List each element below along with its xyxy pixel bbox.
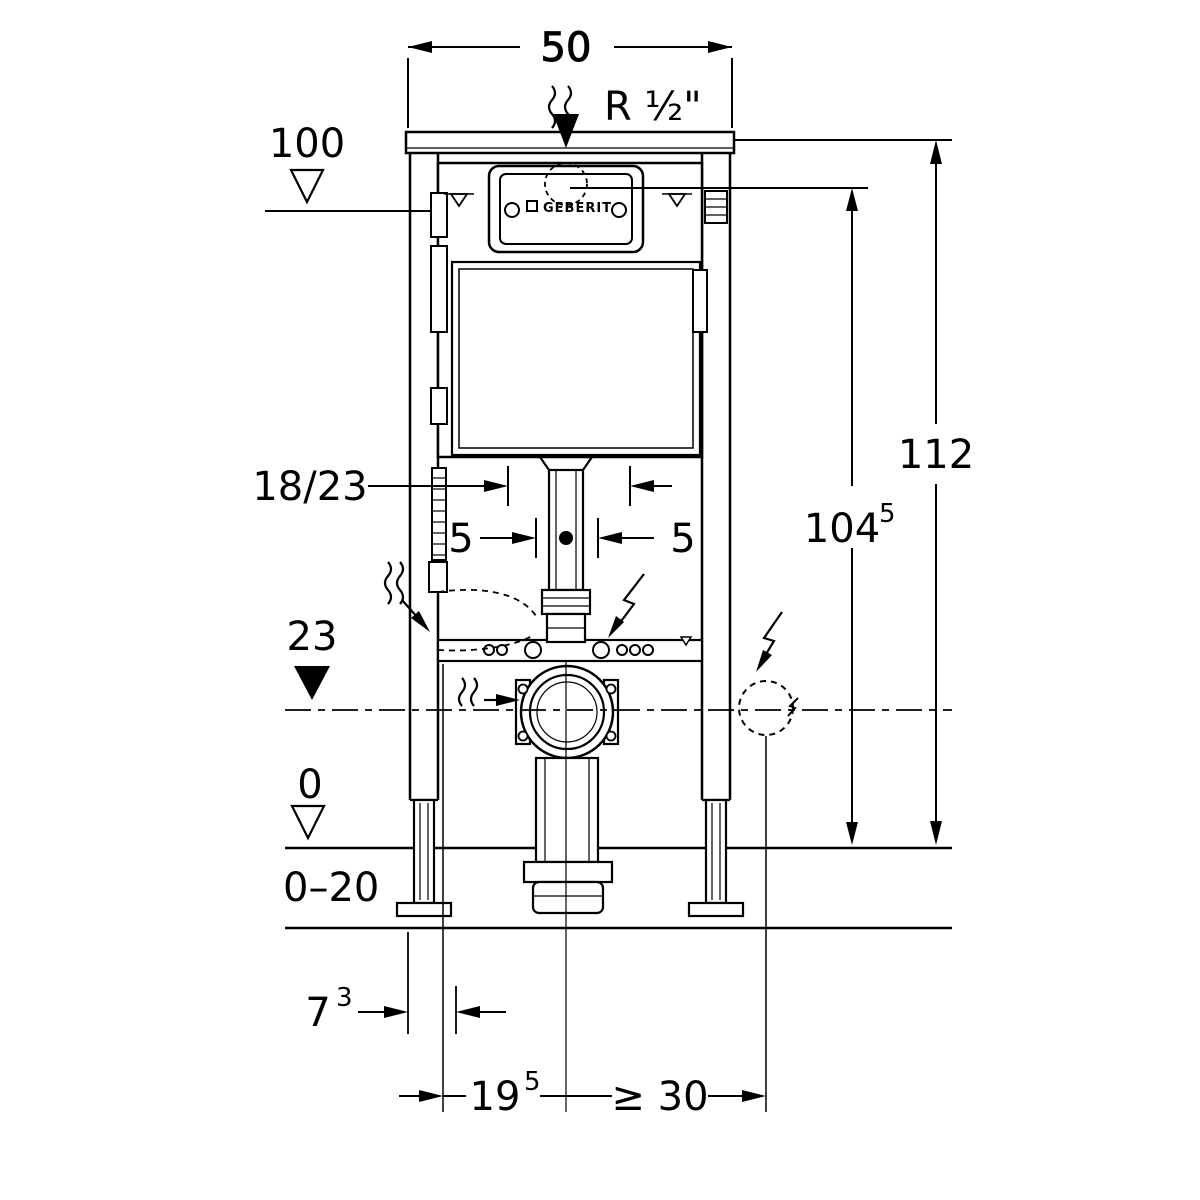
level-marker-filled-icon	[294, 666, 330, 700]
water-level-icon	[679, 636, 693, 647]
dim-label-actuator-height-sup: 5	[879, 499, 896, 529]
floor-range-label: 0–20	[283, 865, 379, 911]
optional-outlet-dashed-circle	[738, 680, 794, 736]
dim-bottom-offsets: 19 5 ≥ 30	[399, 1067, 766, 1120]
mounting-frame	[395, 130, 745, 918]
actuator-center-dashed-circle	[544, 162, 588, 206]
dim-width-50: 50	[407, 25, 733, 128]
cistern-front-panel	[450, 260, 702, 457]
center-lines	[285, 660, 952, 1112]
dim-label-supply-thread: R ½"	[604, 84, 702, 130]
dim-label-supply-offset-sup: 5	[524, 1067, 541, 1097]
level-100: 100	[269, 121, 345, 205]
level-0: 0	[290, 762, 326, 841]
level-label-23: 23	[287, 614, 338, 660]
supply-threaded-fitting	[431, 467, 447, 561]
level-label-100: 100	[269, 121, 345, 167]
right-foot-plate	[687, 901, 745, 918]
flash-arrow-icon	[615, 573, 645, 629]
left-foot-plate	[395, 901, 453, 918]
flush-bend-socket	[540, 588, 592, 616]
dim-height-112: 112	[734, 139, 974, 845]
brand-logo-icon	[526, 200, 538, 212]
level-marker-open-icon	[290, 804, 326, 841]
dim-label-offset-right: 5	[670, 516, 695, 562]
squiggle-icon	[383, 561, 393, 605]
supply-pipe	[430, 245, 448, 333]
dim-label-offset-left: 5	[448, 516, 473, 562]
right-leg	[704, 798, 728, 905]
water-supply-squiggle-icon	[547, 85, 557, 129]
dim-label-width: 50	[541, 25, 592, 71]
connection-squiggles	[383, 85, 579, 707]
squiggle-icon	[457, 677, 467, 707]
flush-pipe	[437, 456, 593, 652]
knockout-arrows	[608, 573, 783, 672]
discharge-pipe	[522, 756, 614, 915]
level-23: 23	[287, 614, 338, 700]
dim-label-side-offset-sup: 3	[336, 983, 353, 1013]
left-leg	[412, 798, 436, 905]
dim-label-supply-offset: 19	[470, 1074, 521, 1120]
supply-bracket	[430, 192, 448, 238]
pipe-collar	[522, 860, 614, 884]
dim-label-side-offset: 7	[305, 990, 330, 1036]
level-marker-open-icon	[289, 168, 325, 205]
outlet-bend	[514, 664, 620, 760]
level-label-0: 0	[297, 762, 322, 808]
supply-down-arrow	[553, 114, 579, 148]
dim-height-104: 104 5	[570, 187, 896, 845]
dim-label-flush-pipe: 18/23	[252, 464, 367, 510]
dim-offsets-5: 5 5	[448, 516, 695, 562]
optional-outlet-position	[738, 680, 799, 736]
flash-mark-icon	[787, 697, 799, 717]
dim-label-discharge-offset: ≥ 30	[611, 1074, 708, 1120]
brand-label: GEBERIT	[543, 201, 612, 216]
dim-flush-pipe: 18/23	[252, 464, 672, 510]
dim-side-offset: 7 3	[305, 932, 506, 1036]
dim-label-total-height: 112	[898, 432, 974, 478]
optional-duct-dashed	[437, 588, 537, 617]
pipe-center-dot	[559, 531, 573, 545]
dim-label-actuator-height: 104	[804, 506, 880, 552]
